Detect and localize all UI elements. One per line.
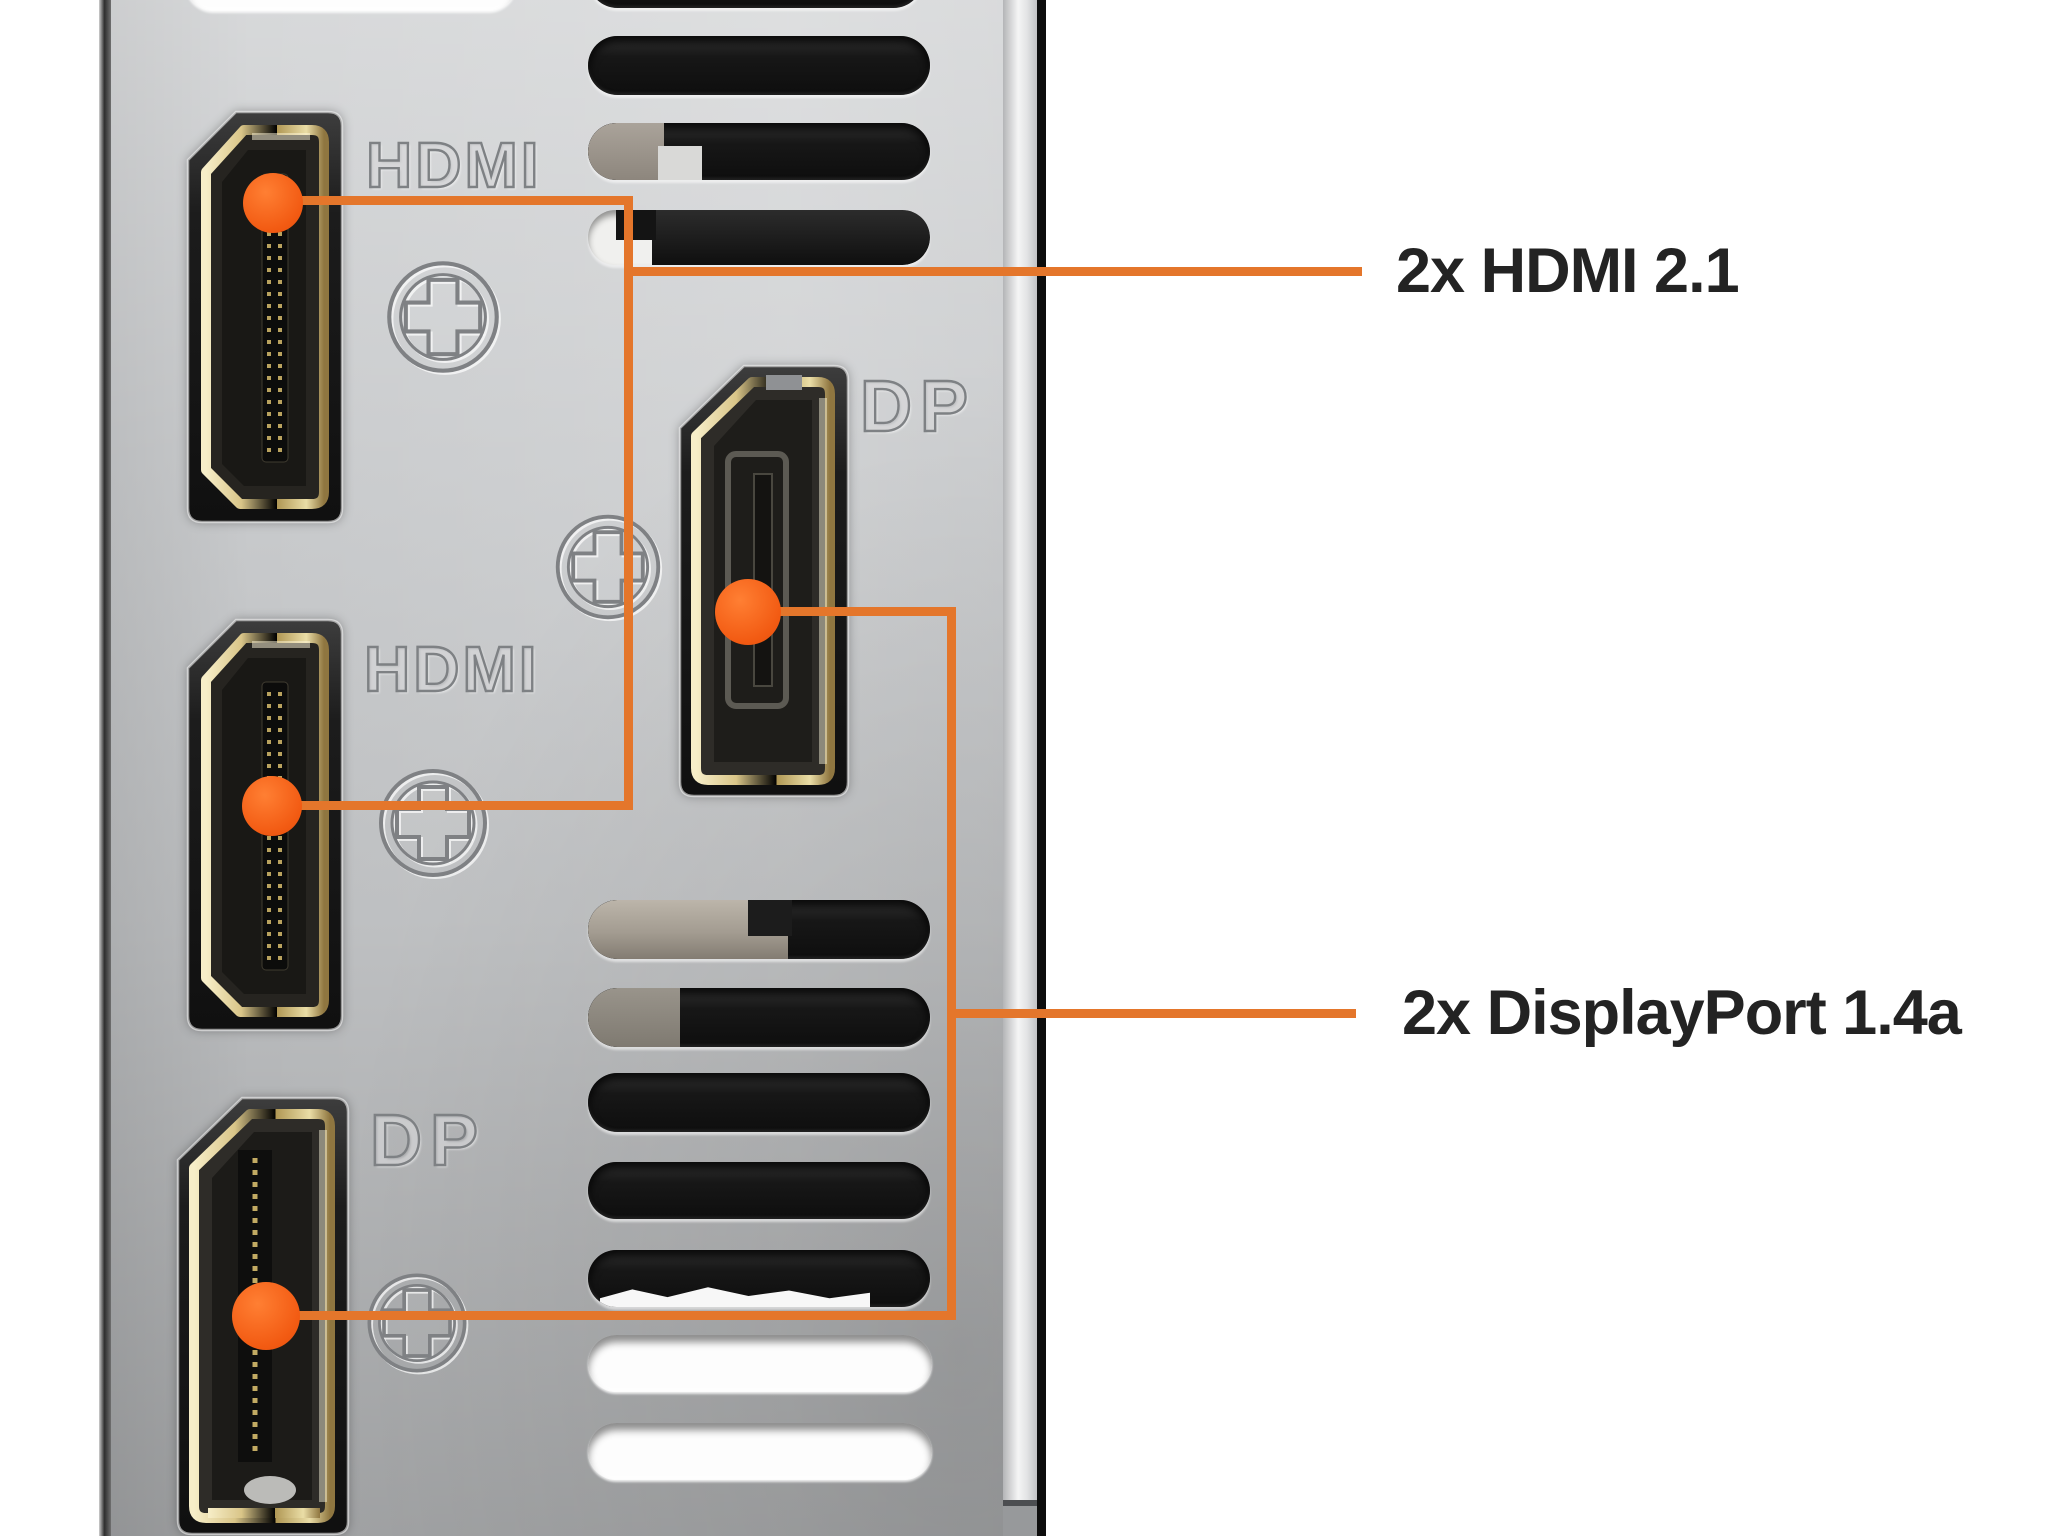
bracket-edge-step [1003,1500,1046,1506]
vent-slot-0 [588,0,923,8]
screw-1 [381,255,505,384]
vent-slot-white-1 [588,1335,932,1392]
vent-3-step [616,210,656,240]
dp1-latch-notch [766,375,802,390]
vent-slot-6 [588,1073,930,1132]
vent-4-step [748,900,792,936]
dp1-engraved-label: DP [859,366,977,448]
vent-slot-2 [588,123,930,180]
hdmi1-shine [252,133,310,140]
callout-dot-dp-2 [232,1282,300,1350]
vent-slot-white-2 [588,1423,932,1480]
vent-slot-1 [588,36,930,95]
hdmi2-shine [252,641,310,648]
callout-dot-hdmi-2 [242,776,302,836]
vent-slot-4 [588,900,930,959]
vent-slot-7 [588,1162,930,1219]
callout-line-dp-top [748,607,956,616]
displayport-callout-label: 2x DisplayPort 1.4a [1402,978,1962,1048]
screw-4 [362,1268,472,1383]
dp2-engraved-label: DP [369,1100,487,1182]
hdmi-port-1 [166,108,346,531]
bracket-right-edge-lower [1003,1502,1037,1536]
screw-3 [373,763,493,888]
bracket-right-edge-line [1037,0,1046,1536]
dp1-slot-outline [725,451,789,709]
dp1-shine [819,398,827,764]
vent-slot-3 [588,210,930,265]
screw-2 [550,509,666,630]
vent-slot-8 [588,1250,930,1307]
callout-line-hdmi-vertical [624,196,633,810]
vent-slot-white-top [185,0,517,11]
dp-port-1 [670,362,854,807]
hdmi1-engraved-label: HDMI [365,128,542,202]
callout-line-dp-bottom [266,1311,956,1320]
vent-3-dark [652,210,930,265]
dp2-bottom-bezel [208,1508,320,1518]
vent-8-snow [600,1287,870,1307]
hdmi2-engraved-label: HDMI [363,632,540,706]
callout-line-hdmi-to-label [624,267,1362,276]
vent-2-notch [658,146,702,180]
callout-line-dp-vertical [947,607,956,1320]
callout-line-hdmi-bottom [272,801,632,810]
vent-2-gray-cap [588,123,664,180]
vent-5-gray-cap [588,988,680,1047]
callout-dot-hdmi-1 [243,173,303,233]
hdmi-callout-label: 2x HDMI 2.1 [1396,236,1740,306]
vent-slot-5 [588,988,930,1047]
bracket-left-edge [99,0,111,1536]
callout-dot-dp-1 [715,579,781,645]
dp2-metal-clip [244,1476,296,1504]
callout-line-hdmi-top [272,196,630,205]
bracket-right-edge-highlight [1003,0,1037,1502]
callout-line-dp-to-label [947,1009,1356,1018]
